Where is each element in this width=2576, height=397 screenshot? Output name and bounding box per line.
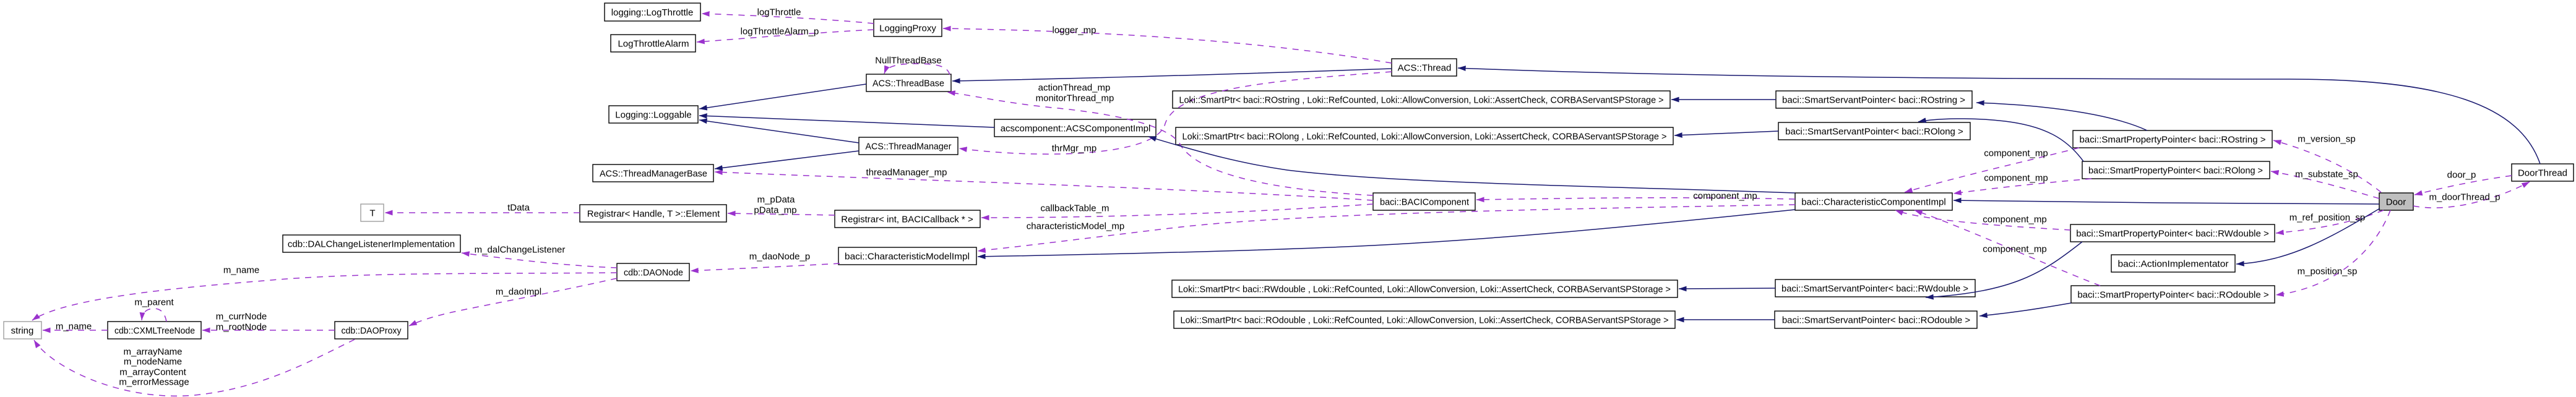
svg-text:baci::SmartServantPointer< bac: baci::SmartServantPointer< baci::ROstrin… bbox=[1782, 95, 1965, 105]
svg-text:ACS::ThreadBase: ACS::ThreadBase bbox=[872, 78, 944, 88]
svg-text:acscomponent::ACSComponentImpl: acscomponent::ACSComponentImpl bbox=[1001, 123, 1151, 134]
svg-text:m_currNode: m_currNode bbox=[216, 311, 267, 322]
svg-text:Loki::SmartPtr< baci::RWdouble: Loki::SmartPtr< baci::RWdouble , Loki::R… bbox=[1178, 284, 1671, 294]
svg-text:cdb::DAONode: cdb::DAONode bbox=[624, 267, 683, 278]
svg-text:m_substate_sp: m_substate_sp bbox=[2295, 169, 2358, 179]
svg-text:baci::SmartPropertyPointer< ba: baci::SmartPropertyPointer< baci::RWdoub… bbox=[2076, 228, 2269, 239]
svg-text:baci::SmartServantPointer< bac: baci::SmartServantPointer< baci::ROlong … bbox=[1785, 126, 1963, 137]
svg-text:cdb::CXMLTreeNode: cdb::CXMLTreeNode bbox=[114, 325, 195, 336]
svg-text:ACS::ThreadManagerBase: ACS::ThreadManagerBase bbox=[600, 168, 707, 179]
svg-text:m_version_sp: m_version_sp bbox=[2298, 134, 2355, 144]
svg-text:m_arrayContent: m_arrayContent bbox=[119, 367, 186, 377]
svg-text:DoorThread: DoorThread bbox=[2518, 168, 2567, 178]
svg-text:cdb::DALChangeListenerImplemen: cdb::DALChangeListenerImplementation bbox=[288, 239, 455, 249]
svg-text:baci::CharacteristicComponentI: baci::CharacteristicComponentImpl bbox=[1801, 197, 1945, 207]
svg-text:m_pData: m_pData bbox=[757, 194, 796, 205]
svg-text:baci::ActionImplementator: baci::ActionImplementator bbox=[2118, 258, 2229, 269]
svg-text:m_name: m_name bbox=[223, 265, 259, 275]
svg-text:component_mp: component_mp bbox=[1984, 148, 2048, 158]
svg-text:m_parent: m_parent bbox=[134, 297, 174, 307]
svg-text:component_mp: component_mp bbox=[1984, 173, 2048, 183]
svg-text:baci::CharacteristicModelImpl: baci::CharacteristicModelImpl bbox=[845, 251, 970, 262]
svg-text:tData: tData bbox=[507, 202, 530, 213]
svg-text:pData_mp: pData_mp bbox=[754, 205, 796, 215]
svg-text:m_daoNode_p: m_daoNode_p bbox=[749, 251, 810, 262]
svg-text:logger_mp: logger_mp bbox=[1053, 25, 1096, 35]
svg-text:Logging::Loggable: Logging::Loggable bbox=[615, 109, 691, 120]
svg-text:component_mp: component_mp bbox=[1983, 214, 2046, 224]
svg-text:m_arrayName: m_arrayName bbox=[123, 346, 182, 357]
svg-text:logThrottle: logThrottle bbox=[757, 7, 801, 17]
svg-text:characteristicModel_mp: characteristicModel_mp bbox=[1027, 221, 1124, 231]
svg-text:Loki::SmartPtr< baci::ROdouble: Loki::SmartPtr< baci::ROdouble , Loki::R… bbox=[1181, 315, 1669, 325]
svg-text:m_name: m_name bbox=[56, 321, 92, 331]
svg-text:baci::SmartServantPointer< bac: baci::SmartServantPointer< baci::ROdoubl… bbox=[1782, 315, 1971, 325]
svg-text:baci::SmartPropertyPointer< ba: baci::SmartPropertyPointer< baci::ROstri… bbox=[2080, 134, 2266, 145]
svg-text:ACS::Thread: ACS::Thread bbox=[1398, 62, 1452, 73]
svg-text:string: string bbox=[11, 325, 34, 336]
svg-text:baci::SmartPropertyPointer< ba: baci::SmartPropertyPointer< baci::ROdoub… bbox=[2077, 289, 2269, 300]
svg-text:door_p: door_p bbox=[2447, 169, 2476, 180]
svg-text:m_position_sp: m_position_sp bbox=[2298, 266, 2358, 276]
svg-text:m_ref_position_sp: m_ref_position_sp bbox=[2290, 212, 2366, 223]
svg-text:m_daoImpl: m_daoImpl bbox=[496, 286, 541, 297]
svg-text:logging::LogThrottle: logging::LogThrottle bbox=[611, 7, 694, 18]
svg-text:LogThrottleAlarm: LogThrottleAlarm bbox=[618, 38, 689, 49]
svg-text:Loki::SmartPtr< baci::ROlong ,: Loki::SmartPtr< baci::ROlong , Loki::Ref… bbox=[1182, 131, 1667, 142]
svg-text:LoggingProxy: LoggingProxy bbox=[879, 23, 936, 33]
svg-text:component_mp: component_mp bbox=[1983, 244, 2046, 254]
svg-text:logThrottleAlarm_p: logThrottleAlarm_p bbox=[741, 26, 819, 36]
svg-text:actionThread_mp: actionThread_mp bbox=[1038, 82, 1111, 93]
svg-text:ACS::ThreadManager: ACS::ThreadManager bbox=[866, 141, 952, 152]
svg-text:m_doorThread_p: m_doorThread_p bbox=[2429, 192, 2500, 202]
svg-text:baci::SmartPropertyPointer< ba: baci::SmartPropertyPointer< baci::ROlong… bbox=[2088, 165, 2263, 176]
svg-text:monitorThread_mp: monitorThread_mp bbox=[1036, 93, 1114, 103]
svg-text:NullThreadBase: NullThreadBase bbox=[875, 55, 942, 66]
svg-text:m_rootNode: m_rootNode bbox=[216, 322, 267, 332]
svg-text:m_nodeName: m_nodeName bbox=[124, 356, 182, 367]
svg-text:T: T bbox=[369, 208, 375, 218]
svg-text:Registrar< int, BACICallback *: Registrar< int, BACICallback * > bbox=[841, 214, 973, 224]
svg-text:Registrar< Handle, T >::Elemen: Registrar< Handle, T >::Element bbox=[587, 208, 720, 219]
svg-text:threadManager_mp: threadManager_mp bbox=[866, 167, 947, 177]
svg-text:m_errorMessage: m_errorMessage bbox=[119, 377, 189, 387]
svg-text:callbackTable_m: callbackTable_m bbox=[1041, 203, 1109, 213]
svg-text:baci::SmartServantPointer< bac: baci::SmartServantPointer< baci::RWdoubl… bbox=[1781, 283, 1968, 294]
svg-text:m_dalChangeListener: m_dalChangeListener bbox=[475, 244, 566, 255]
svg-text:component_mp: component_mp bbox=[1693, 190, 1757, 201]
svg-text:baci::BACIComponent: baci::BACIComponent bbox=[1380, 197, 1470, 207]
svg-text:thrMgr_mp: thrMgr_mp bbox=[1052, 143, 1097, 153]
svg-text:Door: Door bbox=[2386, 197, 2406, 207]
svg-text:cdb::DAOProxy: cdb::DAOProxy bbox=[342, 325, 402, 336]
svg-text:Loki::SmartPtr< baci::ROstring: Loki::SmartPtr< baci::ROstring , Loki::R… bbox=[1179, 95, 1664, 105]
